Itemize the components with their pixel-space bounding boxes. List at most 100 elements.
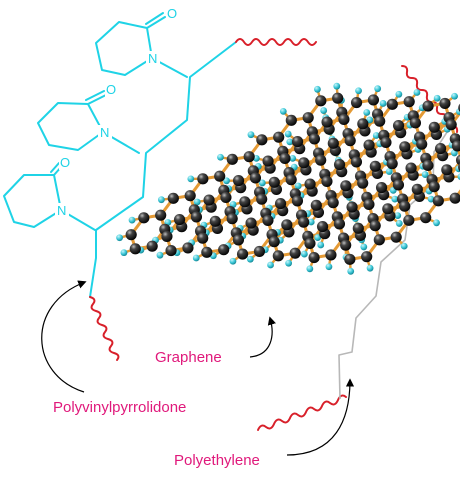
hydrogen-atom [187, 175, 195, 183]
arrows [41, 280, 355, 456]
carbon-atom [382, 203, 394, 215]
pvp-arrow [41, 280, 87, 393]
hydrogen-atom [391, 195, 399, 203]
hydrogen-atom [120, 249, 128, 257]
carbon-atom [209, 215, 221, 227]
pvp-bottom-wavy-end [89, 296, 120, 361]
atom-o-3: O [60, 155, 70, 170]
carbon-atom [281, 219, 293, 231]
carbon-atom [411, 183, 423, 195]
carbon-atom [434, 142, 447, 155]
hydrogen-atom [193, 198, 201, 206]
hydrogen-atom [395, 90, 403, 98]
carbon-atom [333, 218, 346, 230]
hydrogen-atom [366, 116, 374, 124]
carbon-atom [380, 136, 392, 149]
carbon-atom [369, 160, 381, 172]
hydrogen-atom [360, 243, 368, 251]
hydrogen-atom [306, 265, 314, 273]
carbon-atom [439, 97, 451, 110]
carbon-atom [173, 213, 186, 226]
label-polyethylene: Polyethylene [174, 452, 260, 469]
pyrrolidone-ring-3 [3, 162, 96, 231]
hydrogen-atom [279, 108, 287, 115]
carbon-atom [403, 96, 415, 108]
hydrogen-atom [229, 257, 237, 265]
carbon-atom [239, 196, 251, 208]
carbon-atom [367, 94, 380, 106]
carbon-atom [167, 192, 179, 204]
hydrogen-atom [355, 87, 362, 95]
hydrogen-atom [395, 220, 403, 227]
carbon-atom [332, 92, 344, 104]
graphene-sheet [116, 82, 460, 275]
carbon-atom [262, 214, 274, 227]
hydrogen-atom [333, 82, 341, 90]
hydrogen-atom [192, 254, 200, 262]
carbon-atom [369, 220, 381, 232]
hydrogen-atom [217, 153, 224, 161]
carbon-atom [197, 173, 209, 185]
carbon-atom [361, 251, 373, 263]
carbon-atom [409, 117, 422, 129]
carbon-atom [226, 213, 238, 225]
hydrogen-atom [258, 179, 266, 187]
carbon-atom [422, 159, 434, 172]
carbon-atom [445, 119, 457, 131]
carbon-atom [203, 194, 215, 206]
hydrogen-atom [223, 177, 230, 185]
carbon-atom [272, 250, 284, 262]
carbon-atom [451, 140, 460, 152]
carbon-atom [327, 137, 339, 149]
carbon-atom [249, 172, 262, 184]
hydrogen-atom [433, 94, 441, 102]
polyethylene-arrow [286, 378, 355, 456]
carbon-atom [298, 157, 310, 169]
carbon-atom [432, 195, 444, 207]
hydrogen-atom [314, 234, 322, 241]
carbon-atom [214, 170, 226, 182]
hydrogen-atom [289, 154, 297, 162]
carbon-atom [390, 231, 402, 243]
carbon-atom [273, 131, 285, 143]
carbon-atom [399, 141, 411, 153]
pvp-top-wavy-end [235, 38, 317, 46]
hydrogen-atom [320, 107, 328, 114]
carbon-atom [357, 177, 369, 189]
hydrogen-atom [314, 85, 321, 93]
carbon-atom [340, 239, 352, 251]
carbon-atom [232, 234, 245, 246]
atom-n-2: N [100, 125, 109, 140]
carbon-atom [256, 193, 268, 205]
hydrogen-atom [294, 182, 302, 190]
carbon-atom [268, 176, 280, 188]
carbon-atom [403, 214, 415, 226]
carbon-atom [321, 116, 333, 128]
carbon-atom [218, 244, 230, 256]
carbon-atom [315, 95, 327, 107]
carbon-atom [316, 220, 329, 233]
carbon-atom [428, 121, 440, 133]
carbon-atom [333, 158, 346, 171]
atom-n-3: N [57, 203, 66, 218]
carbon-atom [268, 236, 280, 248]
label-polyvinylpyrrolidone: Polyvinylpyrrolidone [53, 399, 186, 416]
carbon-atom [256, 134, 268, 146]
carbon-atom [373, 234, 385, 246]
hydrogen-atom [157, 196, 165, 204]
carbon-atom [245, 217, 257, 229]
carbon-atom [449, 192, 460, 204]
carbon-atom [357, 118, 369, 130]
graphene-carbons [125, 92, 460, 265]
hydrogen-atom [285, 259, 293, 267]
carbon-atom [232, 174, 245, 187]
pvp-backbone [89, 41, 237, 298]
carbon-atom [338, 113, 350, 126]
hydrogen-atom [421, 171, 429, 178]
carbon-atom [405, 162, 417, 174]
hydrogen-atom [347, 267, 355, 275]
pvp-atom-labels: N O N O N O [55, 6, 180, 218]
carbon-atom [289, 247, 301, 259]
